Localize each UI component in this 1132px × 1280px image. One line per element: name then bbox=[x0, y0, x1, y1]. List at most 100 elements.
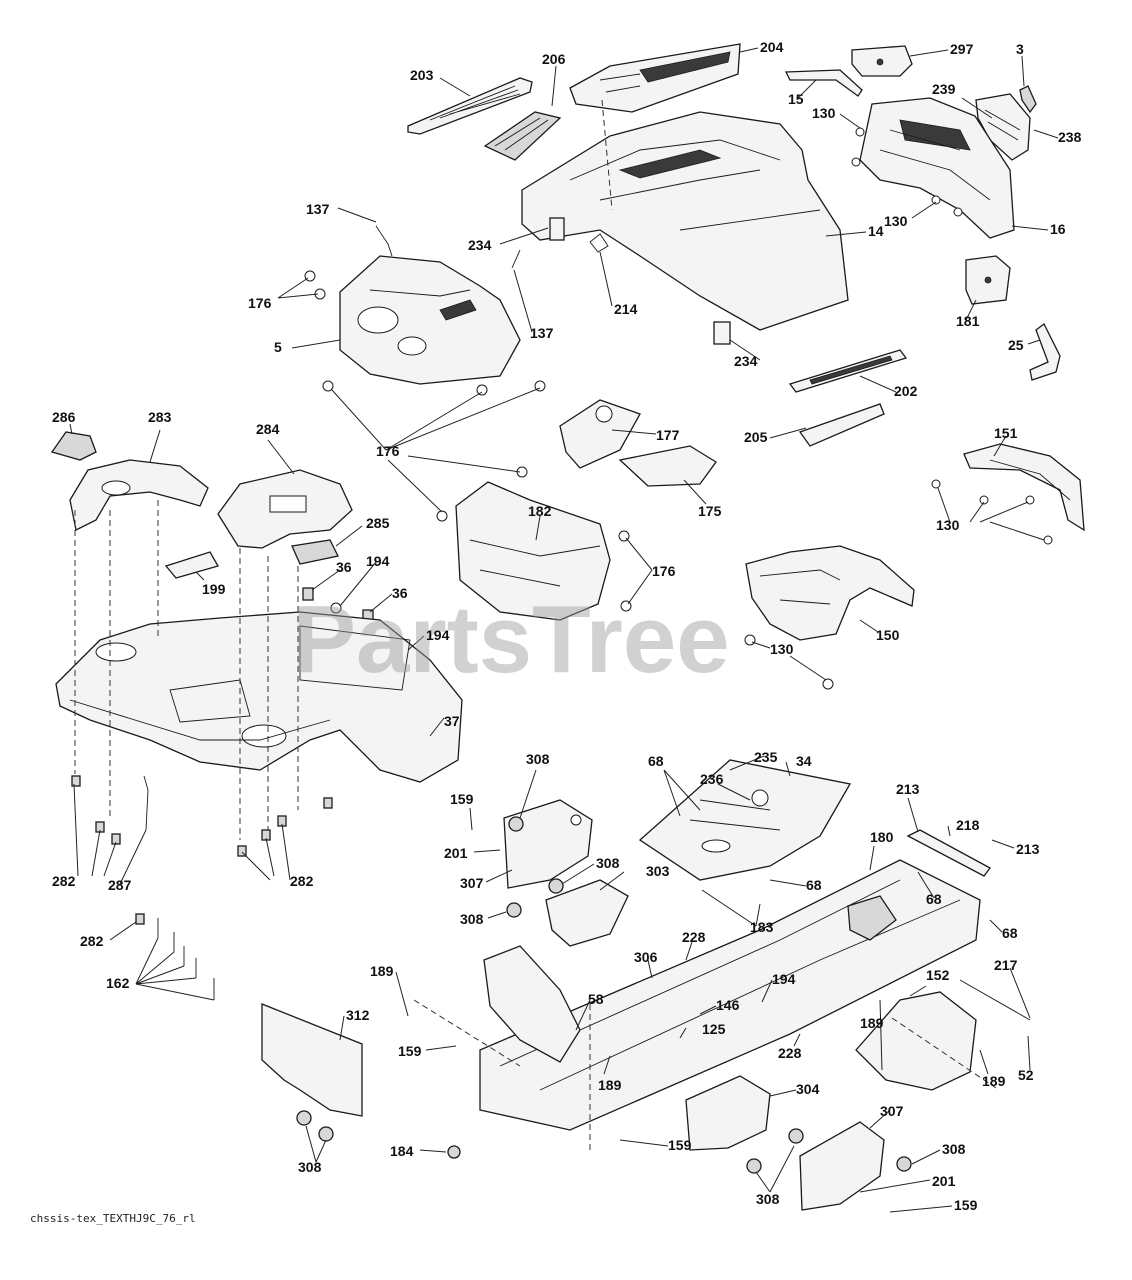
callout-239: 239 bbox=[932, 81, 956, 97]
callout-217: 217 bbox=[994, 957, 1018, 973]
part-202-vent-strip[interactable] bbox=[788, 349, 908, 393]
part-206-bracket[interactable] bbox=[483, 111, 562, 161]
callout-308-a: 308 bbox=[526, 751, 550, 767]
callout-5: 5 bbox=[274, 339, 282, 355]
callout-137-b: 137 bbox=[530, 325, 554, 341]
callout-159-c: 159 bbox=[668, 1137, 692, 1153]
part-234-clip-lower[interactable] bbox=[713, 321, 731, 345]
callout-282-c: 282 bbox=[80, 933, 104, 949]
callout-150: 150 bbox=[876, 627, 900, 643]
part-184-bumper[interactable] bbox=[447, 1145, 461, 1159]
part-25-bracket[interactable] bbox=[1029, 323, 1061, 381]
part-137-screw[interactable] bbox=[375, 225, 521, 269]
part-151-bracket[interactable] bbox=[963, 443, 1085, 532]
callout-283: 283 bbox=[148, 409, 172, 425]
callout-214: 214 bbox=[614, 301, 638, 317]
part-150-tray[interactable] bbox=[745, 545, 915, 641]
callout-218: 218 bbox=[956, 817, 980, 833]
part-5-dash-panel[interactable] bbox=[339, 255, 521, 385]
callout-189-d: 189 bbox=[982, 1073, 1006, 1089]
callout-176-b: 176 bbox=[376, 443, 400, 459]
callout-130-c: 130 bbox=[936, 517, 960, 533]
callout-25: 25 bbox=[1008, 337, 1024, 353]
callout-146: 146 bbox=[716, 997, 740, 1013]
callout-177: 177 bbox=[656, 427, 680, 443]
part-199-decal[interactable] bbox=[164, 551, 219, 579]
part-312-shield[interactable] bbox=[261, 1003, 363, 1117]
callout-285: 285 bbox=[366, 515, 390, 531]
part-3-emblem[interactable] bbox=[1019, 85, 1037, 114]
part-58-front-bracket[interactable] bbox=[483, 945, 581, 1063]
part-304-plate[interactable] bbox=[685, 1075, 771, 1151]
callout-194-c: 194 bbox=[772, 971, 796, 987]
callout-152: 152 bbox=[926, 967, 950, 983]
part-34-plate[interactable] bbox=[638, 759, 852, 881]
callout-194-b: 194 bbox=[426, 627, 450, 643]
part-37-fender-deck[interactable] bbox=[55, 611, 463, 783]
callout-213-a: 213 bbox=[896, 781, 920, 797]
part-287-strap[interactable] bbox=[143, 775, 149, 831]
part-218-bracket[interactable] bbox=[906, 829, 991, 877]
part-36-bolt-set[interactable] bbox=[302, 587, 374, 623]
part-204-hood-vent[interactable] bbox=[569, 43, 741, 113]
part-285-panel[interactable] bbox=[291, 539, 339, 565]
callout-308-c: 308 bbox=[460, 911, 484, 927]
callout-68-c: 68 bbox=[926, 891, 942, 907]
callout-189-c: 189 bbox=[598, 1077, 622, 1093]
part-238-front-grille[interactable] bbox=[975, 93, 1031, 161]
callout-176-a: 176 bbox=[248, 295, 272, 311]
callout-68-b: 68 bbox=[806, 877, 822, 893]
callout-58: 58 bbox=[588, 991, 604, 1007]
part-283-fender-cover[interactable] bbox=[69, 459, 209, 531]
part-177-bracket[interactable] bbox=[559, 399, 641, 469]
callout-184: 184 bbox=[390, 1143, 414, 1159]
callout-68-d: 68 bbox=[1002, 925, 1018, 941]
callout-228-b: 228 bbox=[778, 1045, 802, 1061]
part-130-screw-set[interactable] bbox=[744, 127, 1053, 690]
callout-189-b: 189 bbox=[860, 1015, 884, 1031]
callout-306: 306 bbox=[634, 949, 658, 965]
part-203-vent-strip[interactable] bbox=[407, 77, 533, 135]
callout-282-b: 282 bbox=[290, 873, 314, 889]
part-234-clip-upper[interactable] bbox=[549, 217, 565, 241]
callout-234-a: 234 bbox=[468, 237, 492, 253]
part-286-cap[interactable] bbox=[50, 431, 97, 461]
callout-183: 183 bbox=[750, 919, 774, 935]
part-16-grille-housing[interactable] bbox=[859, 97, 1015, 239]
callout-151: 151 bbox=[994, 425, 1018, 441]
part-282-clip-set[interactable] bbox=[71, 775, 333, 925]
callout-14: 14 bbox=[868, 223, 884, 239]
callout-308-d: 308 bbox=[298, 1159, 322, 1175]
callout-159-d: 159 bbox=[954, 1197, 978, 1213]
diagram-code: chssis-tex_TEXTHJ9C_76_rl bbox=[30, 1212, 196, 1225]
part-180-frame[interactable] bbox=[479, 859, 981, 1131]
part-284-seat-pan[interactable] bbox=[217, 469, 353, 549]
part-303-plate[interactable] bbox=[545, 879, 629, 947]
part-205-bracket[interactable] bbox=[798, 403, 885, 447]
part-182-dash-housing[interactable] bbox=[455, 481, 611, 621]
callout-234-b: 234 bbox=[734, 353, 758, 369]
callout-36-b: 36 bbox=[392, 585, 408, 601]
callout-308-f: 308 bbox=[942, 1141, 966, 1157]
callout-228-a: 228 bbox=[682, 929, 706, 945]
part-175-bracket[interactable] bbox=[618, 445, 717, 487]
callout-282-a: 282 bbox=[52, 873, 76, 889]
part-214-spring-clip[interactable] bbox=[589, 233, 609, 253]
parts-layer bbox=[50, 43, 1085, 1211]
callout-34: 34 bbox=[796, 753, 812, 769]
part-297-pad[interactable] bbox=[851, 45, 913, 77]
callout-159-b: 159 bbox=[398, 1043, 422, 1059]
part-15-trim[interactable] bbox=[784, 69, 863, 97]
callout-130-d: 130 bbox=[770, 641, 794, 657]
part-181-cover[interactable] bbox=[965, 255, 1011, 305]
part-14-hood[interactable] bbox=[521, 111, 849, 331]
callout-297: 297 bbox=[950, 41, 974, 57]
part-217-rod[interactable] bbox=[959, 979, 1031, 1021]
part-162-screw-set[interactable] bbox=[157, 918, 215, 1000]
callout-16: 16 bbox=[1050, 221, 1066, 237]
callout-15: 15 bbox=[788, 91, 804, 107]
callout-201-b: 201 bbox=[932, 1173, 956, 1189]
part-152-rear-cover[interactable] bbox=[855, 991, 977, 1091]
part-307-plate-lower[interactable] bbox=[799, 1121, 885, 1211]
part-307-plate-upper[interactable] bbox=[503, 799, 593, 889]
